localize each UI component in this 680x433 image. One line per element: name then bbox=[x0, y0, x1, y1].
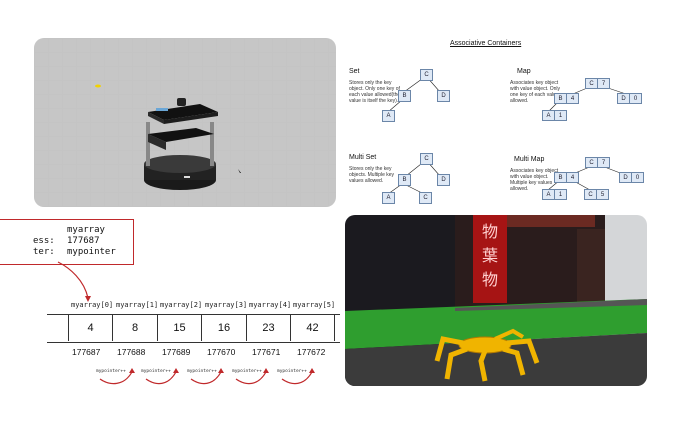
sign-char-2: 物 bbox=[482, 270, 498, 289]
pointer-arrows bbox=[57, 261, 315, 385]
multimap-title: Multi Map bbox=[514, 156, 545, 163]
array-address-0: 177687 bbox=[72, 347, 101, 357]
array-cell-gap bbox=[47, 315, 69, 341]
figure-title: Associative Containers bbox=[450, 40, 522, 47]
step-label-3: mypointer++ bbox=[232, 369, 262, 374]
array-header-2: myarray[2] bbox=[160, 301, 203, 309]
hexapod-sim-viewport: 物 葉 物 bbox=[345, 215, 647, 386]
array-cell-0: 4 bbox=[69, 315, 113, 341]
pointer-box-label-1: ess: bbox=[33, 236, 55, 246]
map-node-c-val: 7 bbox=[597, 78, 610, 89]
robot-sim-viewport bbox=[34, 38, 336, 207]
array-address-3: 177670 bbox=[207, 347, 236, 357]
multimap-node-d-val: 0 bbox=[631, 172, 644, 183]
multiset-description: Stores only the key objects. Multiple ke… bbox=[349, 166, 395, 184]
multimap-node-c2-val: 5 bbox=[596, 189, 609, 200]
array-address-5: 177672 bbox=[297, 347, 326, 357]
turtlebot-robot-icon bbox=[144, 98, 218, 190]
grass-strip bbox=[345, 299, 647, 349]
neon-sign bbox=[473, 215, 507, 303]
array-address-1: 177688 bbox=[117, 347, 146, 357]
array-cell-5: 42 bbox=[291, 315, 335, 341]
associative-containers-figure: Associative Containers Set Stores only t… bbox=[340, 36, 660, 208]
step-label-2: mypointer++ bbox=[187, 369, 217, 374]
set-title: Set bbox=[349, 68, 360, 75]
map-node-d-val: 0 bbox=[629, 93, 642, 104]
set-node-c: C bbox=[420, 69, 433, 81]
array-address-2: 177689 bbox=[162, 347, 191, 357]
pointer-box: ess: ter: myarray 177687 mypointer bbox=[0, 219, 134, 265]
map-node-b-val: 4 bbox=[566, 93, 579, 104]
set-node-d: D bbox=[437, 90, 450, 102]
array-header-4: myarray[4] bbox=[249, 301, 292, 309]
array-header-0: myarray[0] bbox=[71, 301, 114, 309]
multimap-node-c-val: 7 bbox=[597, 157, 610, 168]
multiset-node-d: D bbox=[437, 174, 450, 186]
robot-sim-scene bbox=[34, 38, 336, 207]
multimap-description: Associates key object with value object.… bbox=[510, 168, 559, 192]
multiset-title: Multi Set bbox=[349, 154, 377, 161]
array-header-1: myarray[1] bbox=[116, 301, 159, 309]
hexapod-robot-icon bbox=[434, 328, 540, 382]
sign-char-1: 葉 bbox=[482, 246, 498, 265]
road bbox=[345, 333, 647, 386]
multiset-node-c: C bbox=[420, 153, 433, 165]
pointer-box-value-ptr: mypointer bbox=[67, 247, 116, 257]
multimap-node-b-val: 4 bbox=[566, 172, 579, 183]
multiset-node-a: A bbox=[382, 192, 395, 204]
multiset-node-c2: C bbox=[419, 192, 432, 204]
array-header-3: myarray[3] bbox=[205, 301, 248, 309]
array-cell-4: 23 bbox=[247, 315, 291, 341]
marker-dot bbox=[95, 84, 101, 88]
set-node-a: A bbox=[382, 110, 395, 122]
map-description: Associates key object with value object.… bbox=[510, 80, 561, 104]
array-cell-1: 8 bbox=[113, 315, 158, 341]
step-label-0: mypointer++ bbox=[96, 369, 126, 374]
array-cell-3: 16 bbox=[202, 315, 247, 341]
set-description: Stores only the key object. Only one key… bbox=[349, 80, 401, 104]
step-label-4: mypointer++ bbox=[277, 369, 307, 374]
array-cell-2: 15 bbox=[158, 315, 202, 341]
map-title: Map bbox=[517, 68, 531, 75]
array-header-5: myarray[5] bbox=[293, 301, 336, 309]
set-node-b: B bbox=[398, 90, 411, 102]
step-label-1: mypointer++ bbox=[141, 369, 171, 374]
pointer-box-value-addr: 177687 bbox=[67, 236, 100, 246]
pointer-box-label-2: ter: bbox=[33, 247, 55, 257]
map-node-a-val: 1 bbox=[554, 110, 567, 121]
mouse-cursor-icon bbox=[238, 169, 241, 173]
multimap-node-a-val: 1 bbox=[554, 189, 567, 200]
pointer-box-value-name: myarray bbox=[67, 225, 105, 235]
hexapod-sim-scene: 物 葉 物 bbox=[345, 215, 647, 386]
sign-char-0: 物 bbox=[482, 222, 498, 241]
array-address-4: 177671 bbox=[252, 347, 281, 357]
array-row bbox=[47, 314, 340, 343]
multiset-node-b: B bbox=[398, 174, 411, 186]
